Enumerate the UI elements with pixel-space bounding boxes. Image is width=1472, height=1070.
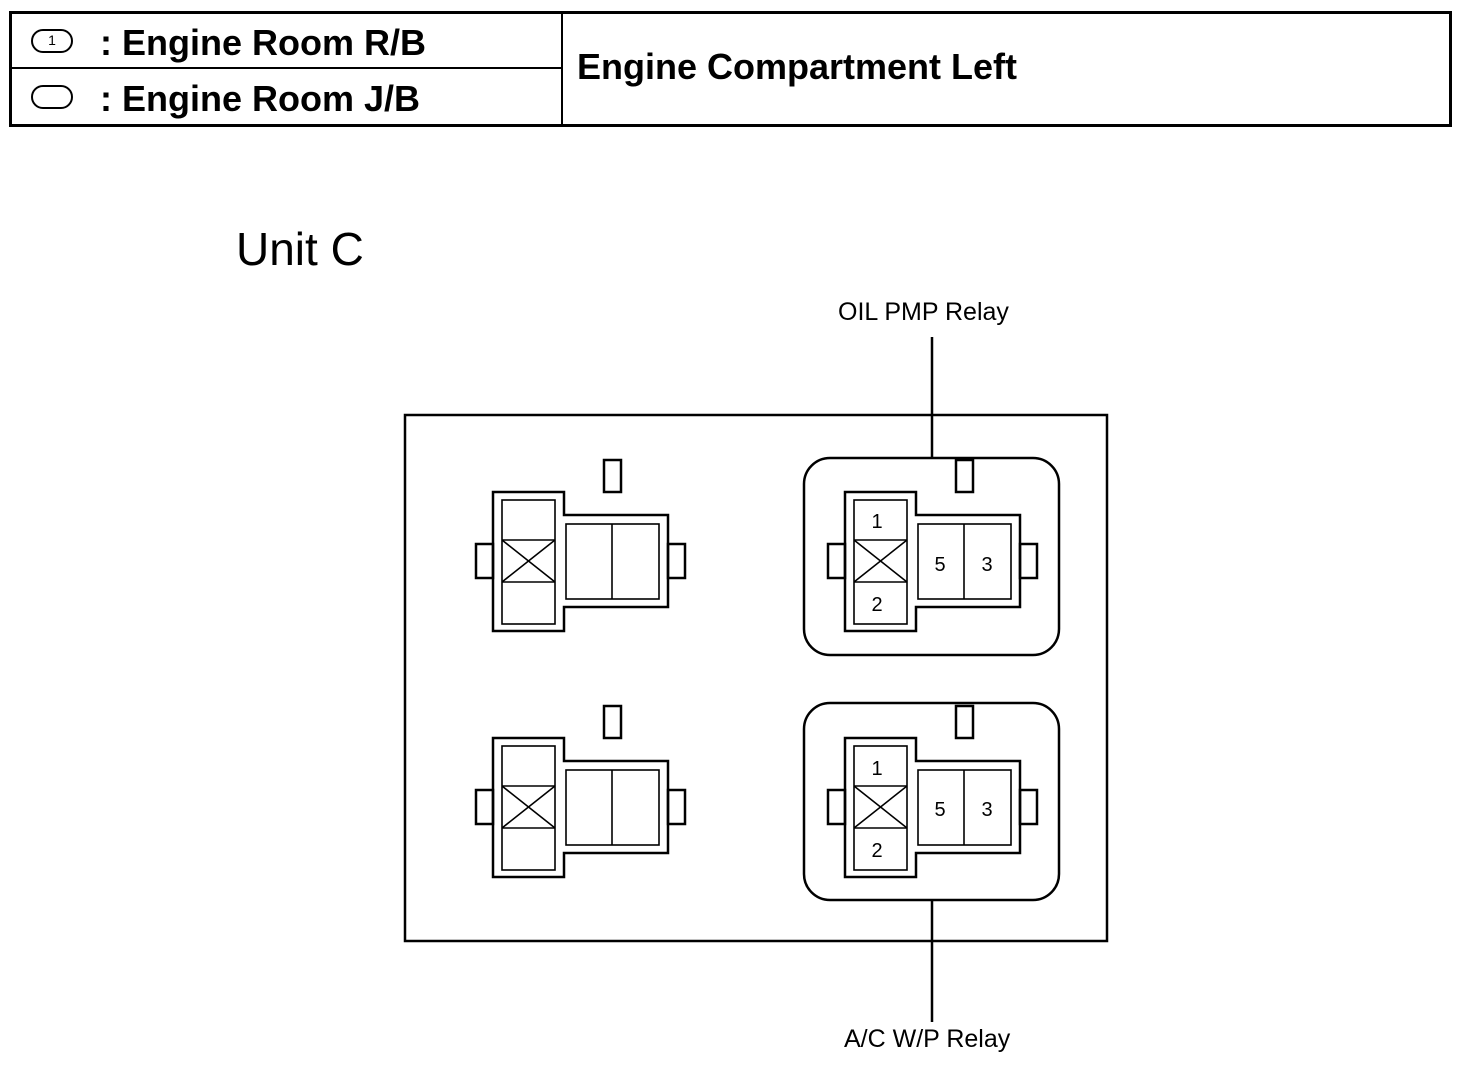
socket-left-cavity	[501, 745, 556, 871]
socket-left-tab	[826, 542, 847, 580]
legend-table: 1 : Engine Room R/B : Engine Room J/B	[12, 14, 563, 124]
oil-pmp-terminal-1: 1	[871, 511, 882, 533]
unit-box	[403, 413, 1109, 943]
relay-socket-top-left	[474, 458, 687, 633]
legend-label-jb: : Engine Room J/B	[100, 78, 421, 119]
socket-outline	[491, 490, 670, 633]
legend-row-rb: 1 : Engine Room R/B	[12, 14, 561, 69]
numbered-oval-icon: 1	[31, 29, 73, 53]
socket-right-tab	[666, 542, 687, 580]
oil-pmp-relay-label: OIL PMP Relay	[838, 298, 1009, 326]
socket-blank-cross	[501, 539, 556, 583]
relay-socket-bottom-left	[474, 704, 687, 879]
oil-pmp-relay-frame	[802, 456, 1061, 657]
socket-outline	[843, 736, 1022, 879]
socket-top-tab	[954, 458, 975, 494]
socket-top-tab	[602, 704, 623, 740]
ac-wp-terminal-5: 5	[934, 799, 945, 821]
ac-wp-terminal-2: 2	[871, 840, 882, 862]
socket-outline	[491, 736, 670, 879]
socket-left-cavity	[501, 499, 556, 625]
socket-outline	[843, 490, 1022, 633]
ac-wp-relay-frame	[802, 701, 1061, 902]
socket-blank-cross	[501, 785, 556, 829]
oil-pmp-relay-socket	[826, 458, 1039, 633]
socket-right-tab	[1018, 542, 1039, 580]
legend-label-rb: : Engine Room R/B	[100, 22, 426, 63]
socket-left-tab	[826, 788, 847, 826]
blank-oval-icon	[31, 85, 73, 109]
ac-wp-terminal-1: 1	[871, 758, 882, 780]
socket-right-tab	[1018, 788, 1039, 826]
ac-wp-terminal-3: 3	[981, 799, 992, 821]
socket-top-tab	[954, 704, 975, 740]
socket-right-tab	[666, 788, 687, 826]
oil-pmp-terminal-2: 2	[871, 594, 882, 616]
legend-header: 1 : Engine Room R/B : Engine Room J/B En…	[9, 11, 1452, 127]
ac-wp-relay-label: A/C W/P Relay	[844, 1025, 1011, 1053]
socket-left-tab	[474, 788, 495, 826]
socket-left-cavity	[853, 499, 908, 625]
socket-blank-cross	[853, 785, 908, 829]
legend-row-jb: : Engine Room J/B	[12, 70, 561, 125]
unit-title: Unit C	[236, 223, 364, 275]
socket-blank-cross	[853, 539, 908, 583]
oil-pmp-terminal-5: 5	[934, 554, 945, 576]
socket-left-tab	[474, 542, 495, 580]
socket-left-cavity	[853, 745, 908, 871]
socket-top-tab	[602, 458, 623, 494]
oil-pmp-terminal-3: 3	[981, 554, 992, 576]
location-label: Engine Compartment Left	[577, 46, 1018, 87]
ac-wp-relay-socket	[826, 704, 1039, 879]
